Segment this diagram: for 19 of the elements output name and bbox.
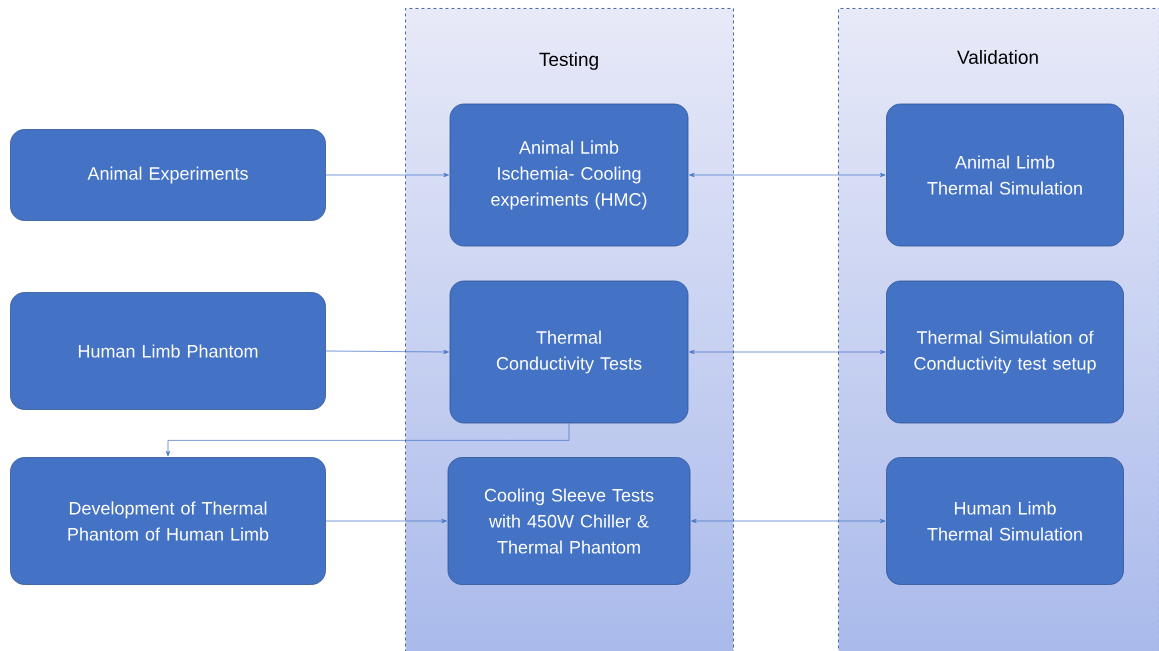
process-box: Animal Experiments <box>10 129 326 221</box>
panel <box>405 8 734 651</box>
process-box: Animal Limb Ischemia- Cooling experiments (HMC) <box>449 103 689 247</box>
process-box: Thermal Simulation of Conductivity test setup <box>886 280 1124 424</box>
process-box: Animal Limb Thermal Simulation <box>886 103 1124 247</box>
arrow <box>689 349 886 355</box>
arrow <box>325 349 449 355</box>
arrow <box>325 172 449 178</box>
process-box: Cooling Sleeve Tests with 450W Chiller & Thermal Phantom <box>447 457 691 585</box>
process-box: Human Limb Phantom <box>10 292 326 410</box>
process-box: Human Limb Thermal Simulation <box>886 457 1124 585</box>
arrow <box>325 518 447 524</box>
panel-heading: Validation <box>957 50 1038 64</box>
process-box: Development of Thermal Phantom of Human Limb <box>10 457 326 585</box>
process-box: Thermal Conductivity Tests <box>449 280 689 424</box>
arrow <box>165 423 570 457</box>
arrow <box>691 518 886 524</box>
arrow <box>689 172 886 178</box>
panel-heading: Testing <box>539 52 598 70</box>
